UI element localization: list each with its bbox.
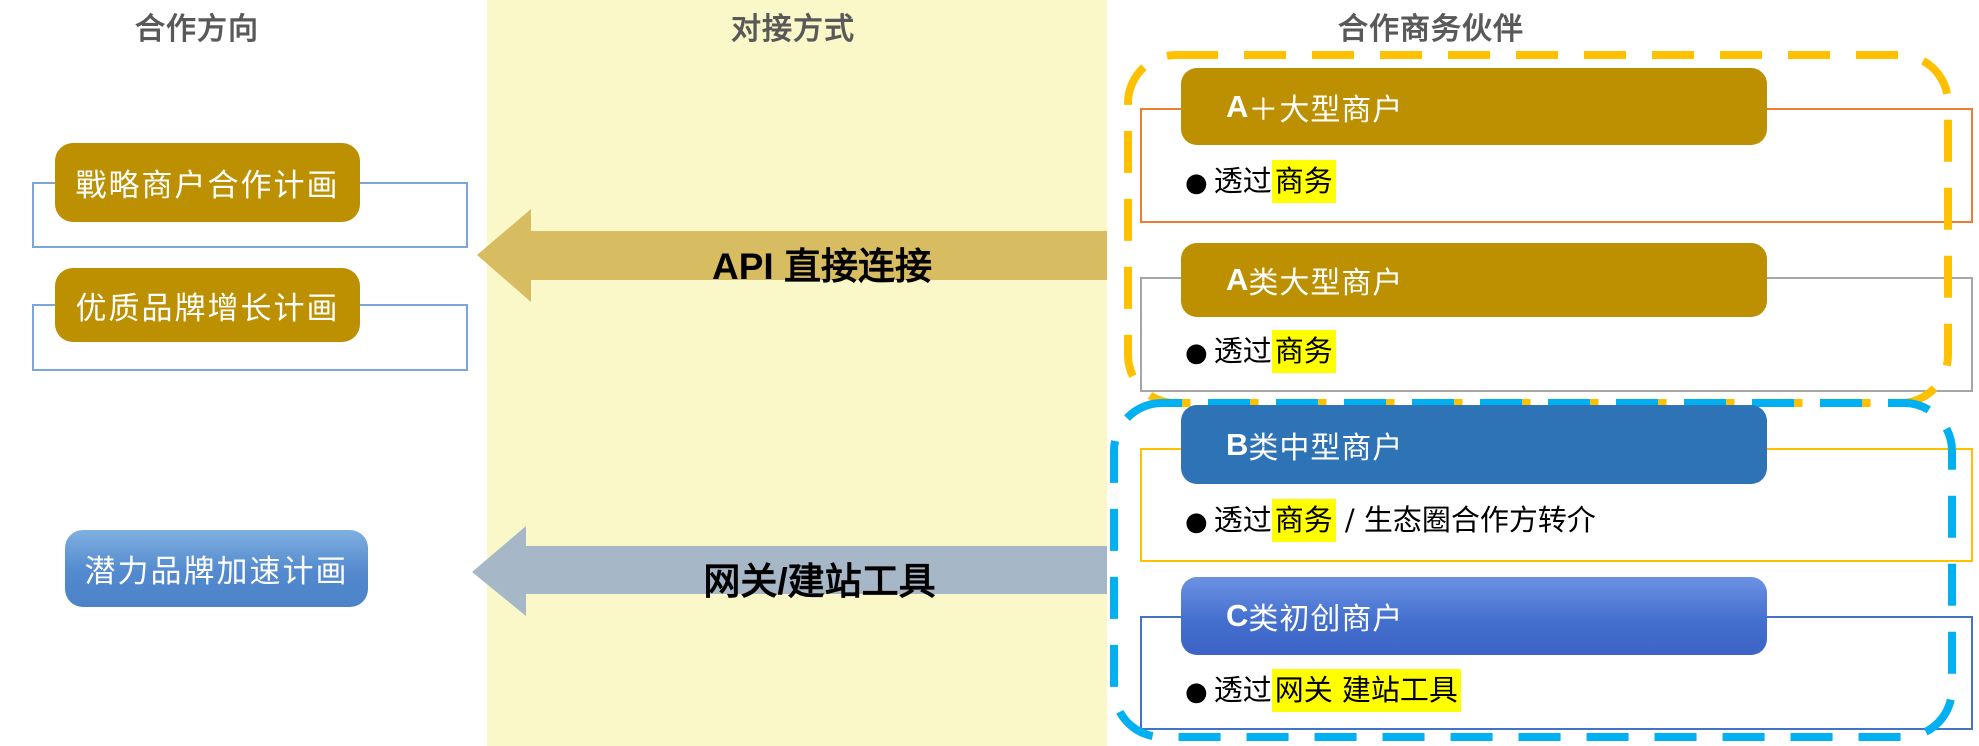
partner-prefix: A: [1226, 262, 1249, 297]
header-business-partners: 合作商务伙伴: [1338, 13, 1524, 46]
bullet-pre: 透过: [1213, 164, 1272, 198]
arrow-api-label: API 直接连接: [712, 246, 932, 287]
bullet-icon: ●: [1185, 507, 1208, 537]
plan-label: 优质品牌增长计画: [75, 290, 340, 327]
bullet-post: / 生态圈合作方转介: [1335, 503, 1596, 537]
partner-bullet-b: ●透过商务 / 生态圈合作方转介: [1185, 499, 1596, 542]
plan-box-potential-brand: 潜力品牌加速计画: [65, 530, 368, 607]
bullet-pre: 透过: [1213, 334, 1272, 368]
header-cooperation-direction: 合作方向: [135, 13, 259, 46]
partner-box-a-plus: A＋大型商户: [1181, 68, 1767, 145]
plan-box-strategic: 戰略商户合作计画: [55, 143, 360, 222]
partner-name: 类中型商户: [1248, 430, 1404, 466]
partner-prefix: A: [1226, 88, 1249, 124]
plan-label: 潜力品牌加速计画: [84, 554, 349, 590]
partner-prefix: C: [1226, 598, 1249, 633]
bullet-icon: ●: [1185, 677, 1208, 707]
partner-bullet-a: ●透过商务: [1185, 330, 1336, 373]
bullet-pre: 透过: [1213, 503, 1272, 537]
plan-label: 戰略商户合作计画: [75, 168, 340, 204]
partner-name: 类大型商户: [1248, 266, 1404, 301]
header-connection-method: 对接方式: [731, 13, 855, 46]
plan-box-premium-brand: 优质品牌增长计画: [55, 268, 360, 342]
bullet-icon: ●: [1185, 168, 1208, 198]
bullet-pre: 透过: [1213, 673, 1272, 707]
partner-name: ＋大型商户: [1248, 92, 1404, 128]
bullet-icon: ●: [1185, 338, 1208, 368]
partner-bullet-c: ●透过网关 建站工具: [1185, 669, 1461, 712]
bullet-highlight: 网关 建站工具: [1271, 669, 1461, 712]
connection-method-panel: [487, 0, 1107, 746]
partner-name: 类初创商户: [1248, 602, 1404, 637]
partner-prefix: B: [1226, 426, 1249, 462]
arrow-api-direct: API 直接连接: [477, 209, 1107, 302]
bullet-highlight: 商务: [1271, 160, 1336, 203]
partner-bullet-a-plus: ●透过商务: [1185, 160, 1336, 203]
bullet-highlight: 商务: [1271, 499, 1336, 542]
arrow-gateway: 网关/建站工具: [472, 522, 1107, 616]
bullet-highlight: 商务: [1271, 330, 1336, 373]
arrow-gateway-label: 网关/建站工具: [703, 561, 936, 602]
